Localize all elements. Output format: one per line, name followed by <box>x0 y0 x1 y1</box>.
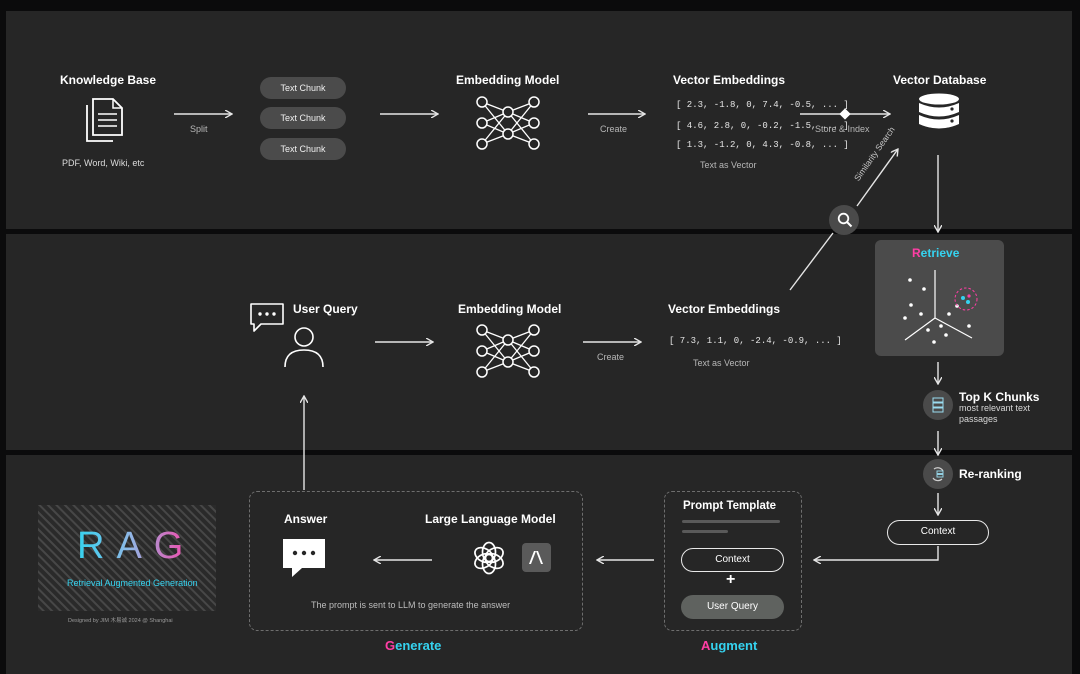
reranking-title: Re-ranking <box>959 467 1022 481</box>
search-icon <box>837 212 853 228</box>
create-label-query: Create <box>597 352 625 362</box>
nn-edge <box>481 339 509 373</box>
anthropic-logo-icon <box>522 543 551 572</box>
ingest-band <box>6 11 1072 229</box>
augment-label: Augment <box>701 638 757 653</box>
nn-edge <box>481 111 509 145</box>
top-k-button <box>923 390 953 420</box>
nn-node <box>502 128 514 140</box>
nn-node <box>528 345 540 357</box>
rag-logo: RAG <box>77 525 196 567</box>
augment-user-query-pill: User Query <box>681 595 784 619</box>
augment-label-rest: ugment <box>710 638 758 653</box>
nn-edge <box>507 329 535 363</box>
augment-box <box>664 491 802 631</box>
rag-subtitle: Retrieval Augmented Generation <box>67 578 198 588</box>
template-line <box>682 530 728 533</box>
chat-bubble-icon <box>250 303 284 332</box>
user-query-title: User Query <box>293 302 358 316</box>
prompt-template-title: Prompt Template <box>683 500 777 512</box>
plus-sign: + <box>726 571 736 588</box>
text-as-vector-label-query: Text as Vector <box>693 358 750 368</box>
augment-context-pill: Context <box>681 548 784 572</box>
neural-network-icon <box>476 324 540 378</box>
top-k-sub-line: most relevant text <box>959 403 1031 413</box>
nn-node <box>502 106 514 118</box>
split-label: Split <box>190 124 208 134</box>
text-chunk: Text Chunk <box>260 138 346 160</box>
line-similarity-1 <box>789 232 834 291</box>
generate-label-rest: enerate <box>395 638 442 653</box>
nn-node <box>476 138 488 150</box>
nn-edge <box>507 101 535 135</box>
llm-title: Large Language Model <box>425 512 556 526</box>
chunks-stack-icon <box>932 397 944 413</box>
retrieve-title-rest: etrieve <box>920 246 960 260</box>
reranking-button <box>923 459 953 489</box>
top-k-title: Top K Chunks <box>959 390 1040 404</box>
generate-box <box>249 491 583 631</box>
vector-row: [ 4.6, 2.8, 0, -0.2, -1.5, ... ] <box>676 121 849 131</box>
nn-node <box>476 96 488 108</box>
nn-node <box>528 96 540 108</box>
generate-note: The prompt is sent to LLM to generate th… <box>311 600 511 610</box>
vector-database-title: Vector Database <box>893 73 987 87</box>
similarity-search-button <box>829 205 859 235</box>
rag-branding-panel <box>38 505 216 611</box>
rerank-icon <box>932 467 944 482</box>
answer-title: Answer <box>284 512 328 526</box>
formats-label: PDF, Word, Wiki, etc <box>62 158 145 168</box>
nn-node <box>476 345 488 357</box>
nn-node <box>502 356 514 368</box>
query-vector: [ 7.3, 1.1, 0, -2.4, -0.9, ... ] <box>669 336 842 346</box>
vector-row: [ 2.3, -1.8, 0, 7.4, -0.5, ... ] <box>676 100 849 110</box>
vector-row: [ 1.3, -1.2, 0, 4.3, -0.8, ... ] <box>676 140 849 150</box>
nn-node <box>528 324 540 336</box>
user-icon <box>284 327 324 368</box>
credit-text: Designed by JIM 木易诚 2024 @ Shanghai <box>68 618 173 624</box>
vector-embeddings-title-query: Vector Embeddings <box>668 302 781 316</box>
nn-node <box>528 366 540 378</box>
nn-node <box>476 324 488 336</box>
store-index-label: Store & Index <box>815 124 870 134</box>
nn-node <box>528 138 540 150</box>
text-as-vector-label: Text as Vector <box>700 160 757 170</box>
retrieve-title-initial: R <box>912 246 921 260</box>
arrow-context-augment <box>814 546 939 560</box>
store-diamond <box>839 108 851 120</box>
context-pill: Context <box>887 520 989 545</box>
text-chunk: Text Chunk <box>260 107 346 129</box>
knowledge-base-title: Knowledge Base <box>60 73 157 87</box>
arrow-similarity-2 <box>856 149 898 207</box>
vector-space-plot <box>903 270 978 344</box>
top-k-sub-line: passages <box>959 414 998 424</box>
vector-embeddings-title: Vector Embeddings <box>673 73 786 87</box>
generate-label-initial: G <box>385 638 396 653</box>
nn-node <box>528 117 540 129</box>
openai-logo-icon <box>474 541 504 575</box>
answer-bubble-icon <box>283 539 325 577</box>
nn-node <box>476 366 488 378</box>
generate-label: Generate <box>385 638 441 653</box>
embedding-model-title-query: Embedding Model <box>458 302 562 316</box>
neural-network-icon <box>476 96 540 150</box>
nn-node <box>476 117 488 129</box>
retrieve-panel <box>875 240 1004 356</box>
template-line <box>682 520 780 523</box>
create-label: Create <box>600 124 628 134</box>
database-icon <box>919 93 959 129</box>
document-icon <box>86 98 123 142</box>
retrieve-title: Retrieve <box>912 246 959 260</box>
nn-node <box>502 334 514 346</box>
augment-label-initial: A <box>701 638 711 653</box>
text-chunk: Text Chunk <box>260 77 346 99</box>
embedding-model-title: Embedding Model <box>456 73 560 87</box>
